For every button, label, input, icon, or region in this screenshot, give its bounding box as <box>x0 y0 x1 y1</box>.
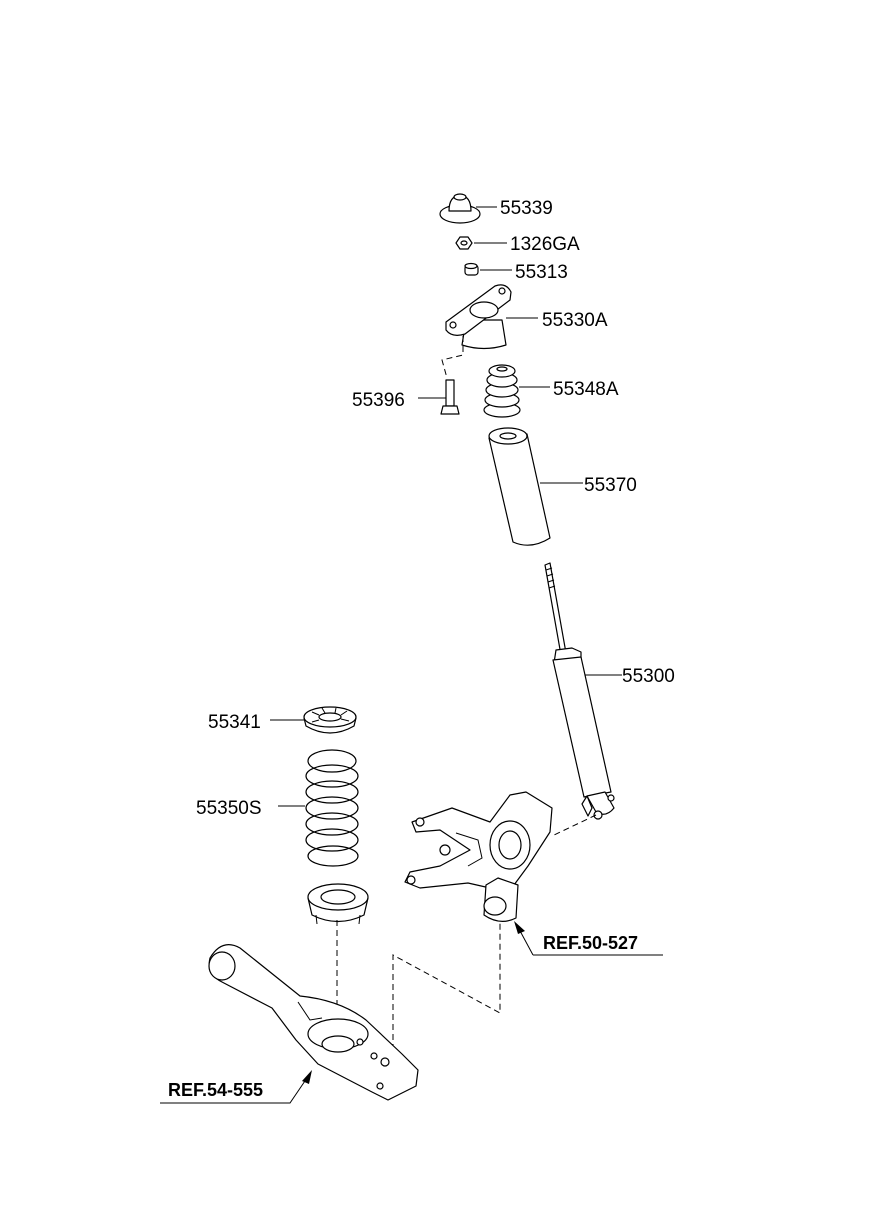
bump-stopper-icon <box>483 364 521 418</box>
label-1326GA: 1326GA <box>510 234 580 255</box>
bolt-icon <box>440 379 460 415</box>
lower-arm-icon <box>208 944 419 1101</box>
label-55300: 55300 <box>622 666 675 687</box>
rubber-cap-icon <box>439 193 481 224</box>
spring-pad-lower-icon <box>307 883 369 925</box>
label-55350S: 55350S <box>196 798 262 819</box>
label-55330A: 55330A <box>542 310 608 331</box>
knuckle-icon <box>404 791 553 922</box>
coil-spring-icon <box>305 749 359 867</box>
label-55370: 55370 <box>584 475 637 496</box>
ref-54-555: REF.54-555 <box>168 1080 263 1100</box>
mounting-bracket-icon <box>445 284 512 350</box>
label-55313: 55313 <box>515 262 568 283</box>
hex-nut-icon <box>455 236 473 250</box>
ref-50-527: REF.50-527 <box>543 933 638 953</box>
dust-cover-icon <box>488 427 551 546</box>
shock-absorber-icon <box>544 562 615 820</box>
label-55396: 55396 <box>352 390 405 411</box>
bushing-icon <box>464 262 479 276</box>
spring-pad-upper-icon <box>303 706 357 734</box>
label-55339: 55339 <box>500 198 553 219</box>
label-55348A: 55348A <box>553 379 619 400</box>
label-55341: 55341 <box>208 712 261 733</box>
